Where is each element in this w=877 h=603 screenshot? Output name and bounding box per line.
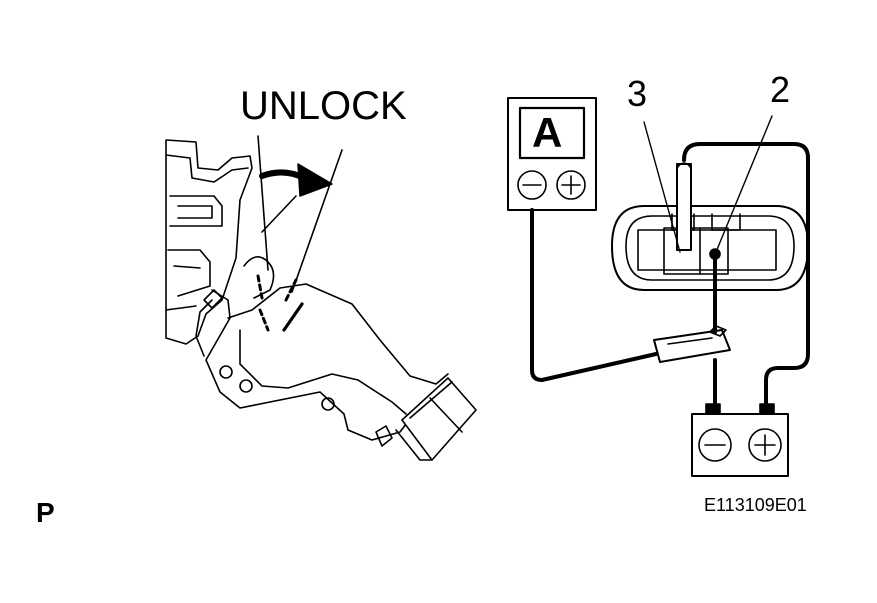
corner-mark: P xyxy=(36,497,55,528)
fuse-block xyxy=(653,325,731,363)
leader-line-2 xyxy=(715,115,773,253)
wires xyxy=(530,142,810,406)
leader-line-3 xyxy=(643,121,681,253)
terminal-2-label: 2 xyxy=(770,69,791,110)
figure-code: E113109E01 xyxy=(704,495,807,515)
connector-icon xyxy=(611,162,809,291)
curved-arrow-icon xyxy=(259,163,333,197)
battery-icon xyxy=(691,403,789,477)
terminal-3-label: 3 xyxy=(627,73,648,114)
door-lock-icon xyxy=(165,135,477,461)
ammeter-symbol: A xyxy=(532,109,563,156)
ammeter-icon xyxy=(507,97,597,211)
unlock-label: UNLOCK xyxy=(240,84,407,128)
